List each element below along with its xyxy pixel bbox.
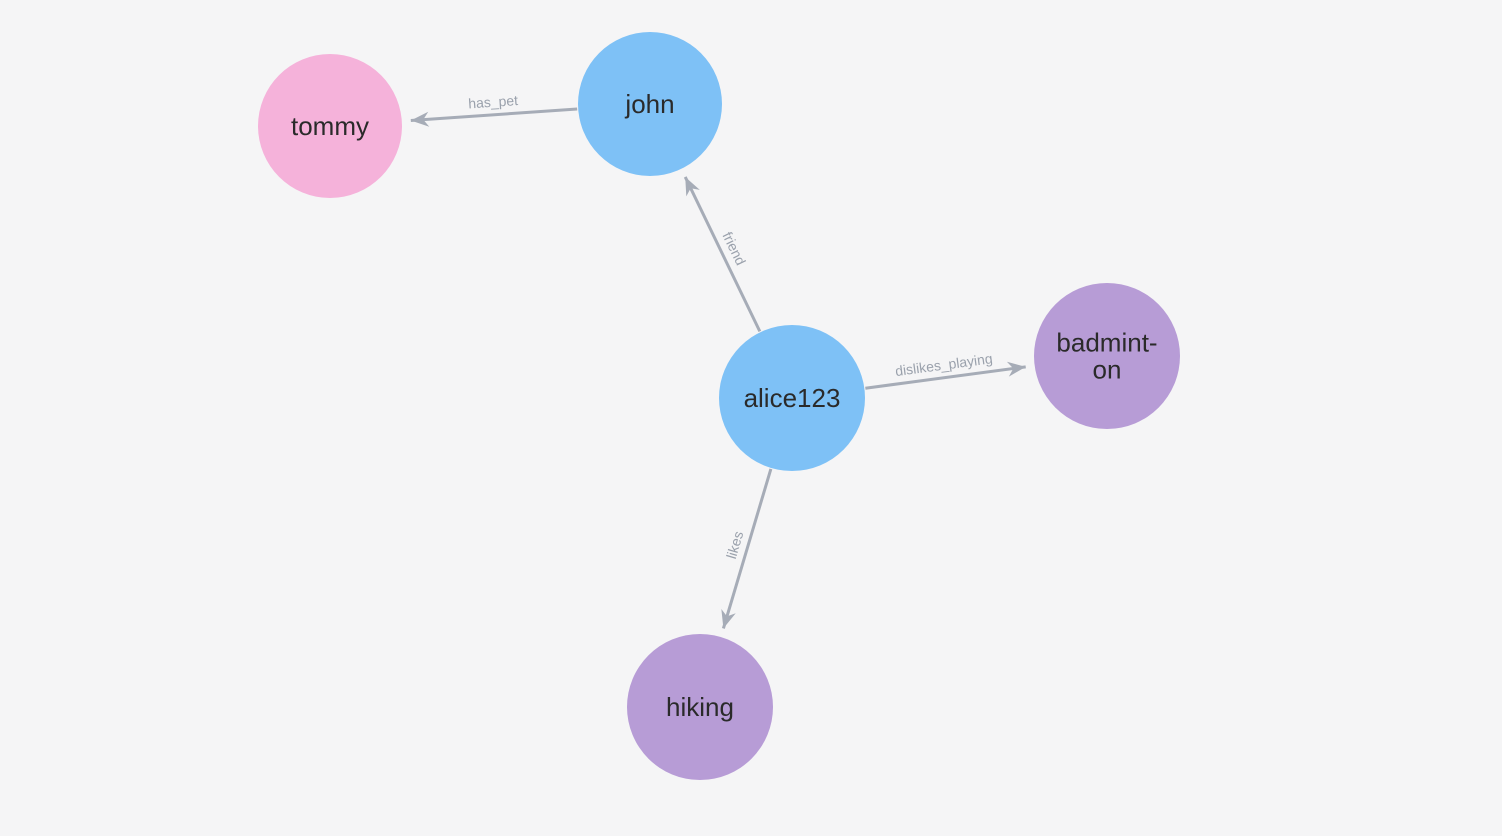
node-circle-badminton[interactable] [1034, 283, 1180, 429]
edge-label-has_pet: has_pet [468, 92, 519, 111]
edge-line-has_pet[interactable] [410, 107, 578, 127]
edge-label-likes: likes [723, 529, 746, 560]
graph-node-tommy: tommy [258, 54, 402, 198]
node-circle-hiking[interactable] [627, 634, 773, 780]
edge-label-friend: friend [719, 229, 749, 268]
node-circle-john[interactable] [578, 32, 722, 176]
edge-alice123-badminton: dislikes_playing [865, 350, 1026, 390]
graph-node-badminton: badmint-on [1034, 283, 1180, 429]
node-circle-alice123[interactable] [719, 325, 865, 471]
edge-alice123-hiking: likes [721, 468, 773, 629]
edge-line-dislikes_playing[interactable] [865, 361, 1026, 390]
node-circle-tommy[interactable] [258, 54, 402, 198]
edge-john-tommy: has_pet [410, 92, 578, 127]
graph-node-john: john [578, 32, 722, 176]
edge-line-likes[interactable] [721, 468, 773, 629]
edge-alice123-john: friend [683, 176, 762, 333]
graph-node-alice123: alice123 [719, 325, 865, 471]
edge-label-dislikes_playing: dislikes_playing [894, 350, 993, 379]
edge-line-friend[interactable] [683, 176, 762, 333]
graph-node-hiking: hiking [627, 634, 773, 780]
